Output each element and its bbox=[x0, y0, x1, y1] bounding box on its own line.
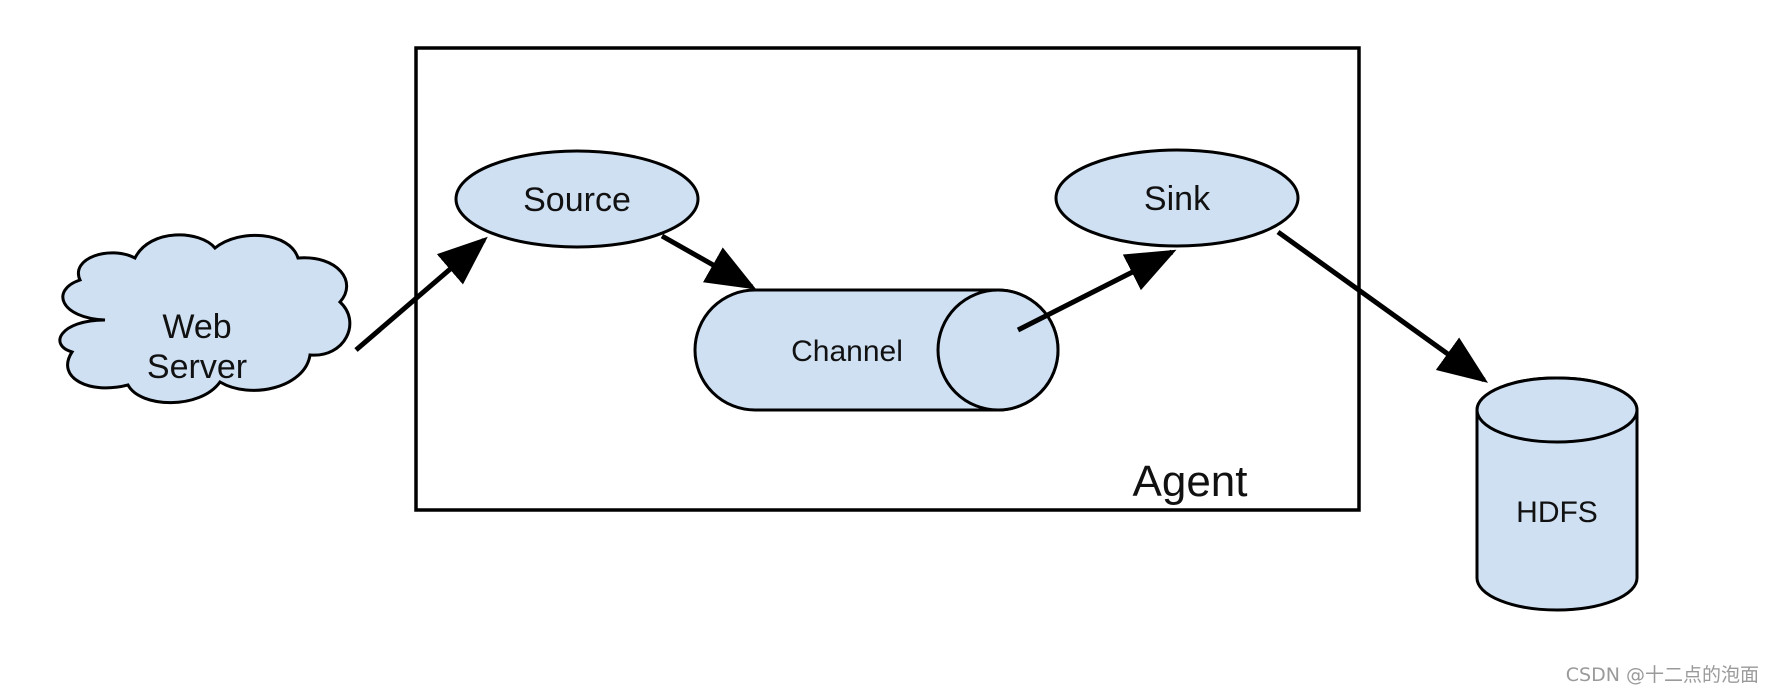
web-server-cloud: Web Server bbox=[58, 233, 352, 405]
channel-end-cap bbox=[936, 288, 1060, 412]
web-server-label-line2: Server bbox=[147, 348, 247, 386]
arrow-source-to-channel bbox=[660, 233, 757, 290]
source-ellipse bbox=[454, 149, 700, 249]
channel-node: Channel bbox=[693, 288, 1060, 412]
arrow-channel-to-sink bbox=[1016, 249, 1177, 333]
sink-ellipse bbox=[1054, 148, 1300, 248]
agent-label: Agent bbox=[1133, 457, 1248, 506]
cloud-shape bbox=[58, 233, 352, 405]
web-server-label-line1: Web bbox=[162, 308, 231, 346]
csdn-watermark: CSDN @十二点的泡面 bbox=[1566, 664, 1759, 686]
arrow-webserver-to-source bbox=[354, 236, 488, 352]
hdfs-top-cap bbox=[1475, 376, 1639, 444]
sink-label: Sink bbox=[1144, 180, 1211, 218]
channel-label: Channel bbox=[791, 335, 903, 368]
arrow-sink-to-hdfs bbox=[1276, 229, 1489, 383]
source-label: Source bbox=[523, 181, 631, 219]
sink-node: Sink bbox=[1054, 148, 1300, 248]
hdfs-label: HDFS bbox=[1516, 496, 1598, 529]
hdfs-node: HDFS bbox=[1475, 376, 1639, 612]
agent-box bbox=[414, 46, 1361, 512]
source-node: Source bbox=[454, 149, 700, 249]
